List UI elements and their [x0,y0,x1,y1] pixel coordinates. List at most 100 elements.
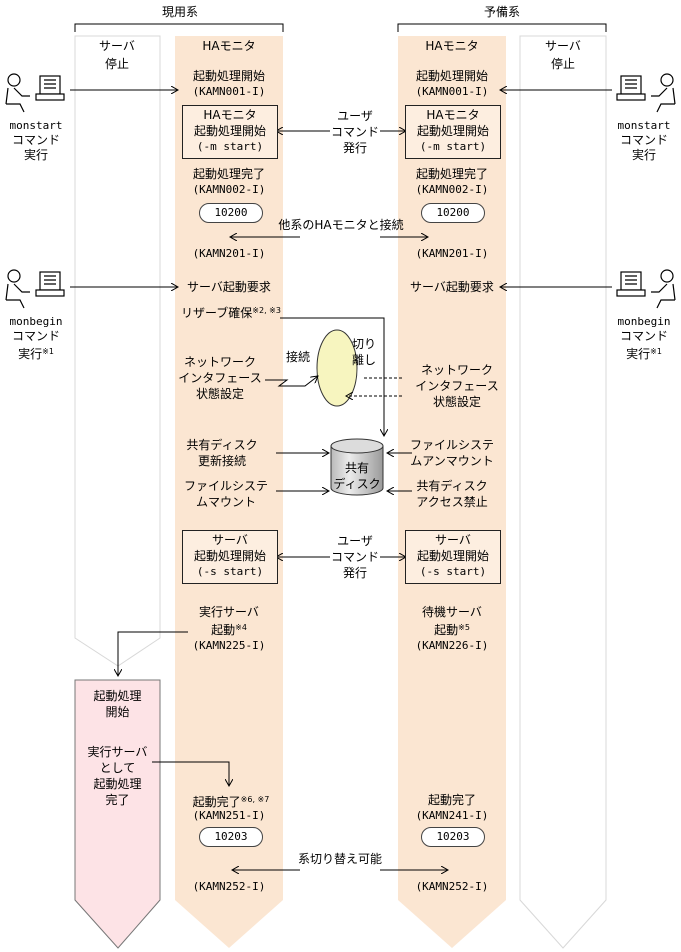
box-line: 起動処理開始 [416,124,489,138]
cmd-exec: 実行※1 [0,344,72,362]
standby-system-label: 予備系 [483,5,520,19]
box-line: 起動処理開始 [193,124,266,138]
reserve-line [280,317,384,436]
switch-ok-label: 系切り替え可能 [297,852,382,866]
standby-ha-column [398,36,506,948]
note-5: ※5 [458,623,470,632]
active-server-start-req: サーバ起動要求 [187,280,271,294]
active-kamn252: (KAMN252-I) [192,880,266,893]
standby-server-start-box: サーバ 起動処理開始 (-s start) [405,530,501,584]
active-ha-header: HAモニタ [202,39,256,53]
box-line: (-s start) [419,565,487,578]
active-kamn251: (KAMN251-I) [192,809,266,822]
operator-left-2-label: monbegin コマンド 実行※1 [0,314,72,362]
server-done-arrow [152,761,229,786]
standby-ha-start-box: HAモニタ 起動処理開始 (-m start) [405,105,501,159]
cmd-name: monstart [617,119,671,132]
server-exec-1: 実行サーバ [87,745,148,759]
reserve-note: ※2, ※3 [252,306,281,315]
disconnect-label-2: 離し [351,353,376,367]
cmd-word: コマンド [619,329,668,343]
server-exec-4: 完了 [105,793,130,807]
server-exec-3: 起動処理 [93,777,142,791]
standby-fs-1: ファイルシステ [409,438,494,452]
active-server-running-column [74,679,161,949]
user-cmd-2-line3: 発行 [342,566,367,580]
standby-start-begin: 起動処理開始 [415,69,488,83]
active-fs-1: ファイルシステ [183,479,268,493]
active-msg-pill-1: 10200 [199,203,263,223]
server-start-2: 開始 [105,705,130,719]
note-1: ※1 [650,347,662,356]
standby-server-stopped: 停止 [550,57,575,71]
operator-left-1-label: monstart コマンド 実行 [0,118,72,163]
active-disk-1: 共有ディスク [186,438,258,452]
active-system-label: 現用系 [161,5,198,19]
operator-icon-right-2 [616,269,676,309]
disconnect-label-1: 切り [351,337,376,351]
box-line: 起動処理開始 [416,549,489,563]
exec-server-text: 起動 [211,623,236,637]
connect-label: 接続 [285,350,310,364]
cmd-exec: 実行※1 [608,344,680,362]
active-net-3: 状態設定 [195,387,244,401]
active-msg-pill-2: 10203 [199,827,263,847]
connect-arrow [265,376,318,387]
operator-icon-left-2 [5,269,65,309]
user-cmd-2-line1: ユーザ [337,534,373,548]
standby-done: 起動完了 [427,793,476,807]
box-line: HAモニタ [426,108,480,122]
standby-net-2: インタフェース [415,379,499,393]
user-cmd-2-line2: コマンド [330,550,379,564]
cmd-word: コマンド [11,329,60,343]
cmd-word: コマンド [11,133,60,147]
standby-kamn252: (KAMN252-I) [415,880,489,893]
active-fs-2: ムマウント [195,495,256,509]
cmd-name: monbegin [617,315,671,328]
standby-msg-pill-2: 10203 [421,827,485,847]
standby-ha-header: HAモニタ [425,39,479,53]
done-note: ※6, ※7 [240,795,270,804]
server-exec-2: として [99,761,136,775]
connect-other-label: 他系のHAモニタと接続 [278,218,404,232]
standby-kamn201: (KAMN201-I) [415,247,489,260]
shared-disk-label-2: ディスク [333,477,381,491]
standby-server-header: サーバ [545,39,581,53]
standby-server-column [519,35,607,949]
active-server-start-box: サーバ 起動処理開始 (-s start) [182,530,278,584]
active-kamn002: (KAMN002-I) [192,183,266,196]
standby-kamn241: (KAMN241-I) [415,809,489,822]
user-cmd-1-line2: コマンド [330,125,379,139]
cmd-word: コマンド [619,133,668,147]
box-line: サーバ [435,533,471,547]
active-start-begin: 起動処理開始 [192,69,265,83]
active-net-1: ネットワーク [183,355,256,369]
box-line: サーバ [212,533,248,547]
cmd-exec: 実行 [631,148,656,162]
active-header-bracket [74,23,284,32]
note-1: ※1 [42,347,54,356]
user-cmd-1-line1: ユーザ [337,109,373,123]
standby-fs-2: ムアンマウント [410,454,494,468]
active-reserve: リザーブ確保※2, ※3 [172,303,290,321]
box-line: 起動処理開始 [193,549,266,563]
active-ha-start-box: HAモニタ 起動処理開始 (-m start) [182,105,278,159]
server-start-1: 起動処理 [93,689,142,703]
standby-wait-server-1: 待機サーバ [422,605,482,619]
operator-right-1-label: monstart コマンド 実行 [608,118,680,163]
active-server-stopped: 停止 [104,57,129,71]
standby-net-1: ネットワーク [420,363,493,377]
standby-kamn226: (KAMN226-I) [415,639,489,652]
operator-right-2-label: monbegin コマンド 実行※1 [608,314,680,362]
standby-kamn002: (KAMN002-I) [415,183,489,196]
box-line: (-s start) [196,565,264,578]
box-line: (-m start) [196,140,264,153]
cmd-name: monstart [9,119,63,132]
cmd-name: monbegin [9,315,63,328]
active-kamn001: (KAMN001-I) [192,85,266,98]
network-ellipse [316,329,358,407]
cmd-exec: 実行 [23,148,48,162]
active-ha-column [175,36,283,948]
standby-net-3: 状態設定 [432,395,481,409]
